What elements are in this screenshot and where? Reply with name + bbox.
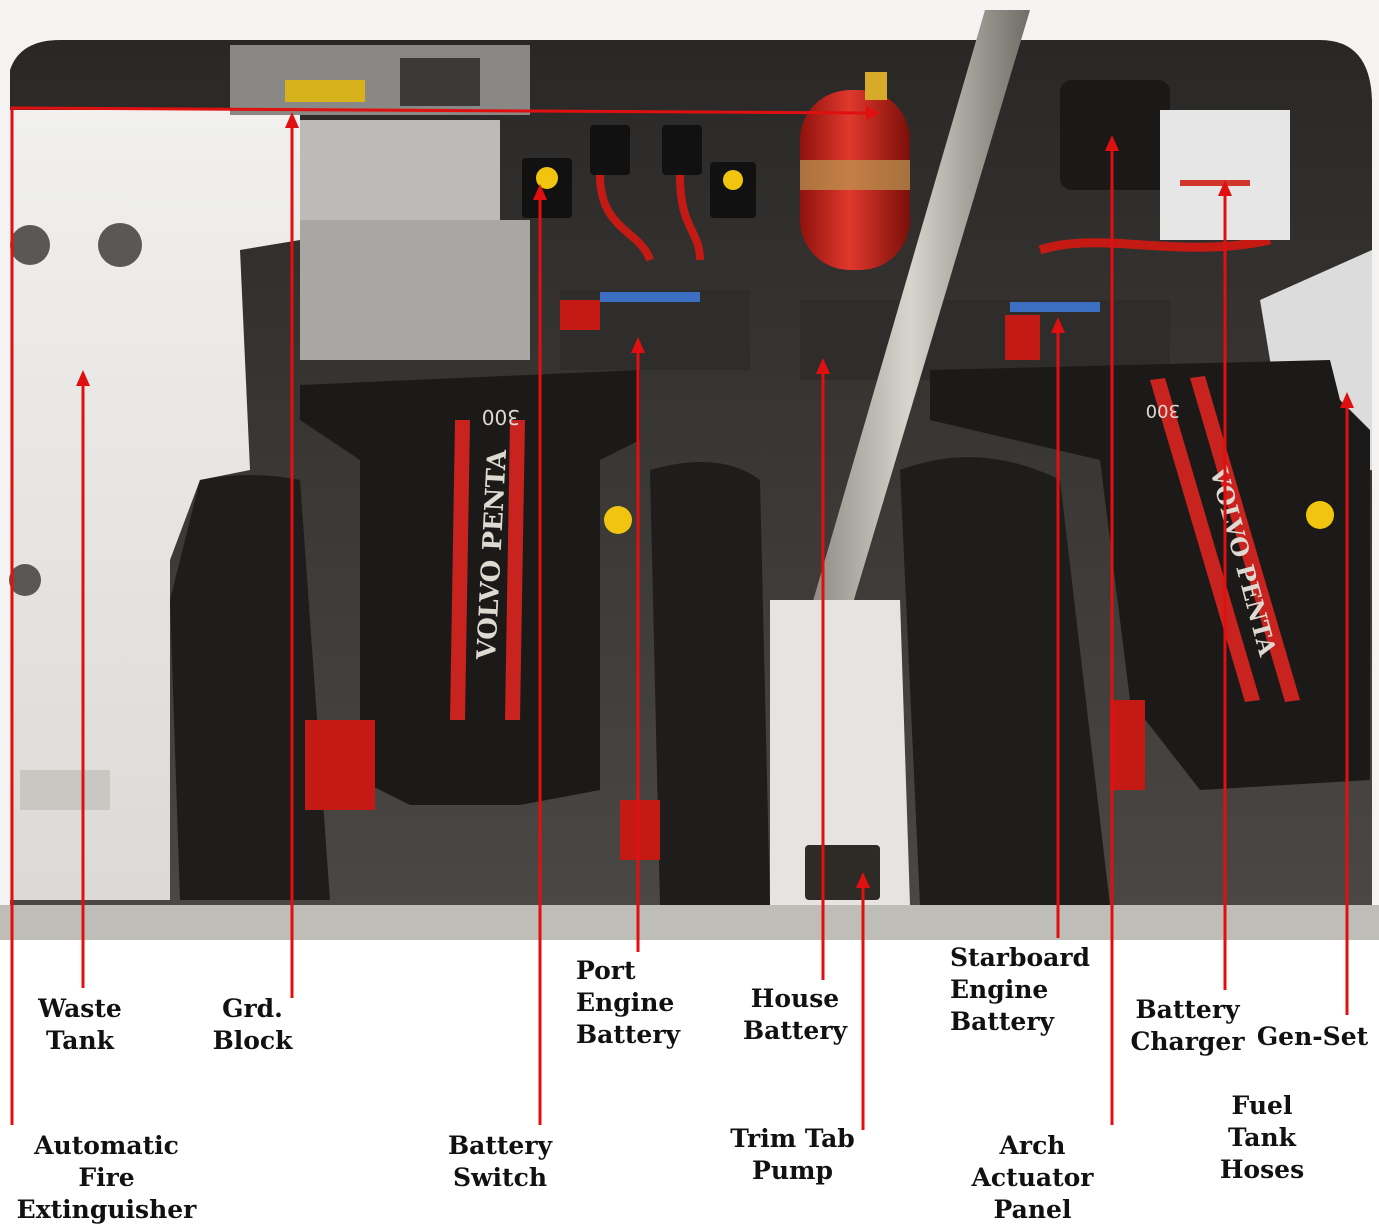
oil-cap <box>604 506 632 534</box>
starboard-engine: VOLVO PENTA 300 <box>930 360 1370 790</box>
engine-badge-text: 300 <box>1146 400 1180 421</box>
label-grd-block: Grd. Block <box>212 994 293 1055</box>
tank-fitting <box>10 225 50 265</box>
bulkhead-panel <box>230 45 530 115</box>
label-arch-actuator-panel: Arch Actuator Panel <box>971 1131 1094 1224</box>
label-house-battery: House Battery <box>742 984 848 1045</box>
arch-actuator-panel <box>1060 80 1170 190</box>
extinguisher-band <box>800 160 910 190</box>
tank-fitting <box>9 564 41 596</box>
label-waste-tank: Waste Tank <box>38 994 122 1055</box>
label-trim-tab-pump: Trim Tab Pump <box>730 1124 855 1185</box>
engine-badge-text: 300 <box>482 405 520 429</box>
engine-red-part <box>1110 700 1145 790</box>
battery-label-strip <box>600 292 700 302</box>
extinguisher-valve <box>865 72 887 100</box>
switch-knob <box>723 170 743 190</box>
engine-red-part <box>305 720 375 810</box>
tank-plate <box>20 770 110 810</box>
battery-switch <box>662 125 702 175</box>
label-port-engine-battery: Port Engine Battery <box>576 956 681 1049</box>
charger-stripe <box>1180 180 1250 186</box>
label-fuel-tank-hoses: Fuel Tank Hoses <box>1219 1091 1305 1184</box>
ground-block <box>285 80 365 102</box>
switch-knob <box>536 167 558 189</box>
oil-cap <box>1306 501 1334 529</box>
terminal-cover <box>1005 315 1040 360</box>
gray-box <box>300 220 530 360</box>
trim-tab-pump <box>805 845 880 900</box>
tank-fitting <box>98 223 142 267</box>
battery-switch <box>590 125 630 175</box>
label-automatic-fire-extinguisher: Automatic Fire Extinguisher <box>16 1131 197 1224</box>
center-exhaust-riser <box>650 462 770 905</box>
label-starboard-engine-battery: Starboard Engine Battery <box>950 943 1090 1036</box>
terminal-cover <box>560 300 600 330</box>
gray-box-upper <box>300 120 500 220</box>
battery-charger <box>1160 110 1290 240</box>
battery-label-strip <box>1010 302 1100 312</box>
label-battery-switch: Battery Switch <box>447 1131 553 1192</box>
label-gen-set: Gen-Set <box>1256 1022 1369 1051</box>
label-battery-charger: Battery Charger <box>1130 995 1245 1056</box>
coaming-edge <box>0 905 1379 940</box>
engine-red-part <box>620 800 660 860</box>
engine-room-photo: VOLVO PENTA 300 VOLVO PENTA 300 <box>0 0 1379 940</box>
fuse-block <box>400 58 480 106</box>
battery-cables <box>1038 235 1271 255</box>
